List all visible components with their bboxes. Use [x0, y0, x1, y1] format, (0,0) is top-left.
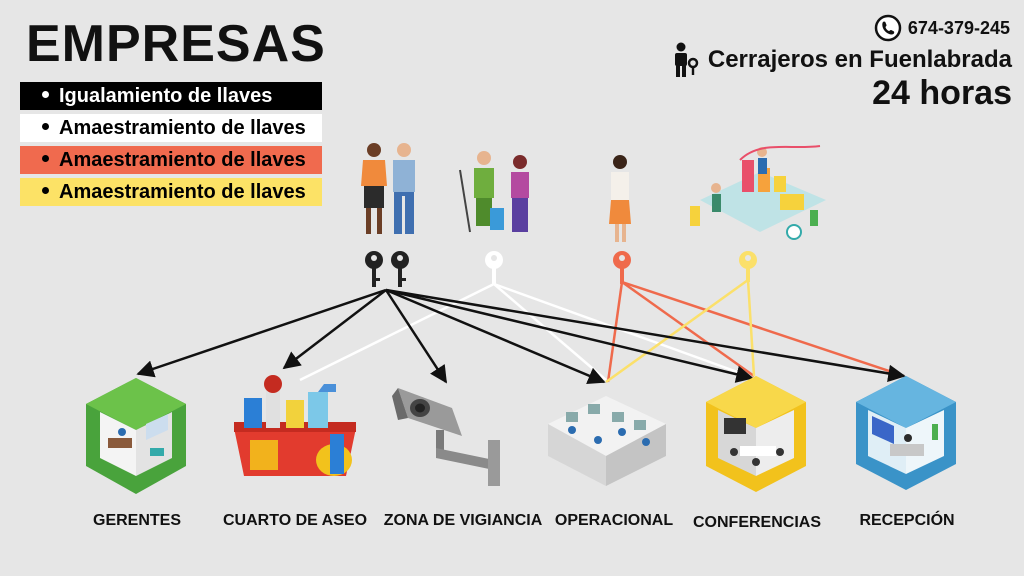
team-meeting-illustration	[690, 145, 826, 240]
room-recepcion-illustration	[856, 376, 956, 490]
room-label-operacional: OPERACIONAL	[554, 512, 674, 529]
security-camera-illustration	[392, 388, 500, 486]
room-label-vigilancia: ZONA DE VIGIANCIA	[383, 512, 543, 529]
room-label-aseo: CUARTO DE ASEO	[222, 512, 368, 529]
phone-icon	[874, 14, 902, 42]
secretary-illustration	[609, 155, 631, 242]
yellow-key-icon	[739, 251, 757, 282]
room-label-recepcion: RECEPCIÓN	[859, 512, 955, 529]
black-line-gerentes	[136, 288, 387, 378]
bullet-icon	[42, 123, 49, 131]
white-line-conferencias	[493, 282, 755, 380]
cleaners-illustration	[459, 151, 529, 233]
legend-item-red: Amaestramiento de llaves	[20, 146, 322, 174]
black-line-vigilancia	[384, 289, 448, 384]
black-line-recepcion	[385, 288, 906, 383]
legend-item-white: Amaestramiento de llaves	[20, 114, 322, 142]
legend-label: Igualamiento de llaves	[59, 85, 273, 107]
white-line-operacional	[493, 283, 607, 381]
white-line-aseo	[299, 282, 495, 382]
phone-row[interactable]: 674-379-245	[874, 14, 1010, 42]
black-key-lines	[136, 288, 906, 384]
staff-illustration	[361, 143, 415, 234]
bullet-icon	[42, 155, 49, 163]
bullet-icon	[42, 91, 49, 99]
company-name: Cerrajeros en Fuenlabrada	[707, 46, 1012, 73]
bullet-icon	[42, 187, 49, 195]
legend-label: Amaestramiento de llaves	[59, 149, 306, 171]
room-gerentes-illustration	[86, 378, 186, 494]
yellow-line-operacional	[605, 278, 749, 384]
yellow-key-lines	[605, 278, 756, 384]
red-line-conferencias	[621, 280, 755, 378]
yellow-line-conferencias	[746, 279, 756, 377]
room-label-gerentes: GERENTES	[92, 512, 182, 529]
legend-item-black: Igualamiento de llaves	[20, 82, 322, 110]
legend-item-yellow: Amaestramiento de llaves	[20, 178, 322, 206]
red-key-lines	[606, 280, 905, 383]
white-key-icon	[485, 251, 503, 284]
black-line-aseo	[282, 289, 387, 370]
legend-label: Amaestramiento de llaves	[59, 117, 306, 139]
page-title: EMPRESAS	[26, 15, 326, 73]
hours-text: 24 horas	[872, 74, 1012, 112]
room-operacional-illustration	[548, 396, 666, 486]
person-icon	[674, 42, 699, 77]
black-line-operacional	[385, 288, 606, 384]
room-aseo-illustration	[234, 375, 356, 476]
black-key-icon	[365, 251, 383, 287]
white-key-lines	[299, 282, 755, 382]
legend-label: Amaestramiento de llaves	[59, 181, 306, 203]
red-line-operacional	[606, 281, 624, 383]
room-conferencias-illustration	[706, 376, 806, 492]
red-line-recepcion	[621, 280, 905, 378]
phone-number[interactable]: 674-379-245	[907, 17, 1010, 38]
company-row: Cerrajeros en Fuenlabrada	[670, 42, 1012, 78]
room-label-conferencias: CONFERENCIAS	[692, 514, 822, 531]
red-key-icon	[613, 251, 631, 284]
black-line-conferencias	[385, 288, 754, 383]
black-key-icon	[391, 251, 409, 287]
